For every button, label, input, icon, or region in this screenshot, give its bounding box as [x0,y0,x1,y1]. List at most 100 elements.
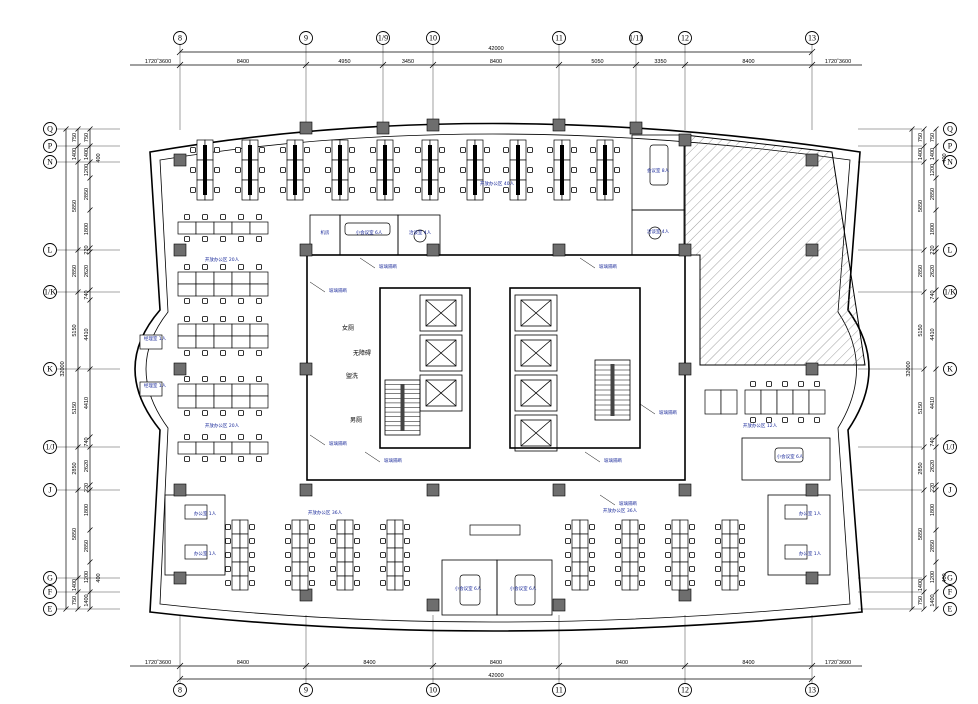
tag-leader [309,281,326,293]
desk [579,561,589,577]
chair [202,214,208,220]
desk [671,533,681,549]
chair [309,524,315,530]
label-negotiation-ne: 洽谈室 4人 [647,228,670,235]
dim-label: 1800 [930,223,936,235]
dim-label: 8400 [490,660,502,666]
reception-desk [469,524,521,536]
desk [394,547,404,563]
axis-bubble [43,122,57,136]
axis-bubble-label: N [47,158,53,167]
screen-divider [248,145,252,195]
dim-label: 750 [918,596,924,605]
column [426,483,440,497]
partition-tag: 玻璃隔断 [329,440,347,447]
dim-label: 8400 [742,59,754,65]
chair [715,538,721,544]
chair [238,376,244,382]
chair [715,552,721,558]
chair [225,538,231,544]
chair [571,187,577,193]
chair [190,167,196,173]
axis-bubble-label: L [48,246,53,255]
chair [220,410,226,416]
chair [202,264,208,270]
desk [571,519,581,535]
tag-leader [584,451,601,463]
axis-bubble [299,31,313,45]
ext-dim-label: 1720˚3600 [825,58,851,65]
chair [184,434,190,440]
axis-bubble [629,31,643,45]
dim-tick [808,48,816,56]
chair [689,552,695,558]
dim-label: 1400 [930,148,936,160]
chair [571,147,577,153]
dim-label: 5150 [72,324,78,336]
axis-bubble-label: 13 [808,34,816,43]
elevator-shaft [419,334,463,372]
column [173,571,187,585]
tag-leader [579,257,596,269]
dim-label: 4950 [338,59,350,65]
chair [202,410,208,416]
chair [238,214,244,220]
column [805,243,819,257]
dim-label: 5050 [591,59,603,65]
elevator-cross [425,379,457,407]
desk [231,395,251,409]
dim-tick [87,366,93,372]
axis-bubble [805,683,819,697]
chair [238,434,244,440]
axis-bubble [943,585,957,599]
chair [220,298,226,304]
dim-tick [87,482,93,488]
column [805,362,819,376]
dim-tick [63,606,69,612]
tag-leader [599,494,616,506]
dim-tick [933,287,939,293]
chair [220,316,226,322]
dim-label: 5150 [918,402,924,414]
desk [213,271,233,285]
dim-label: 2850 [72,462,78,474]
office-sw [164,494,226,576]
axis-bubble [43,362,57,376]
chair [249,580,255,586]
dim-label: 750 [72,133,78,142]
dim-label: 400 [96,573,102,582]
desk [394,533,404,549]
dim-tick [87,287,93,293]
desk [195,271,215,285]
chair [184,264,190,270]
column [299,243,313,257]
axis-bubble [43,483,57,497]
chair [202,236,208,242]
chair [184,236,190,242]
desk [671,561,681,577]
desk [571,533,581,549]
dim-label: 220 [84,245,90,254]
axis-bubble [943,243,957,257]
desk [721,533,731,549]
dim-label: 3350 [654,59,666,65]
dim-tick [75,444,81,450]
tag-leader [309,434,326,446]
meeting-table [774,447,804,463]
chair [782,417,788,423]
axis-bubble [943,483,957,497]
dim-tick [75,589,81,595]
chair [589,566,595,572]
dim-label: 4410 [930,328,936,340]
desk [344,561,354,577]
dim-label: 740 [930,437,936,446]
dim-tick [933,559,939,565]
dim-tick [302,61,310,69]
desk [621,547,631,563]
label-meeting-right: 小会议室 6人 [777,453,804,460]
chair [202,350,208,356]
chair [739,524,745,530]
desk [177,271,197,285]
desk [231,283,251,297]
